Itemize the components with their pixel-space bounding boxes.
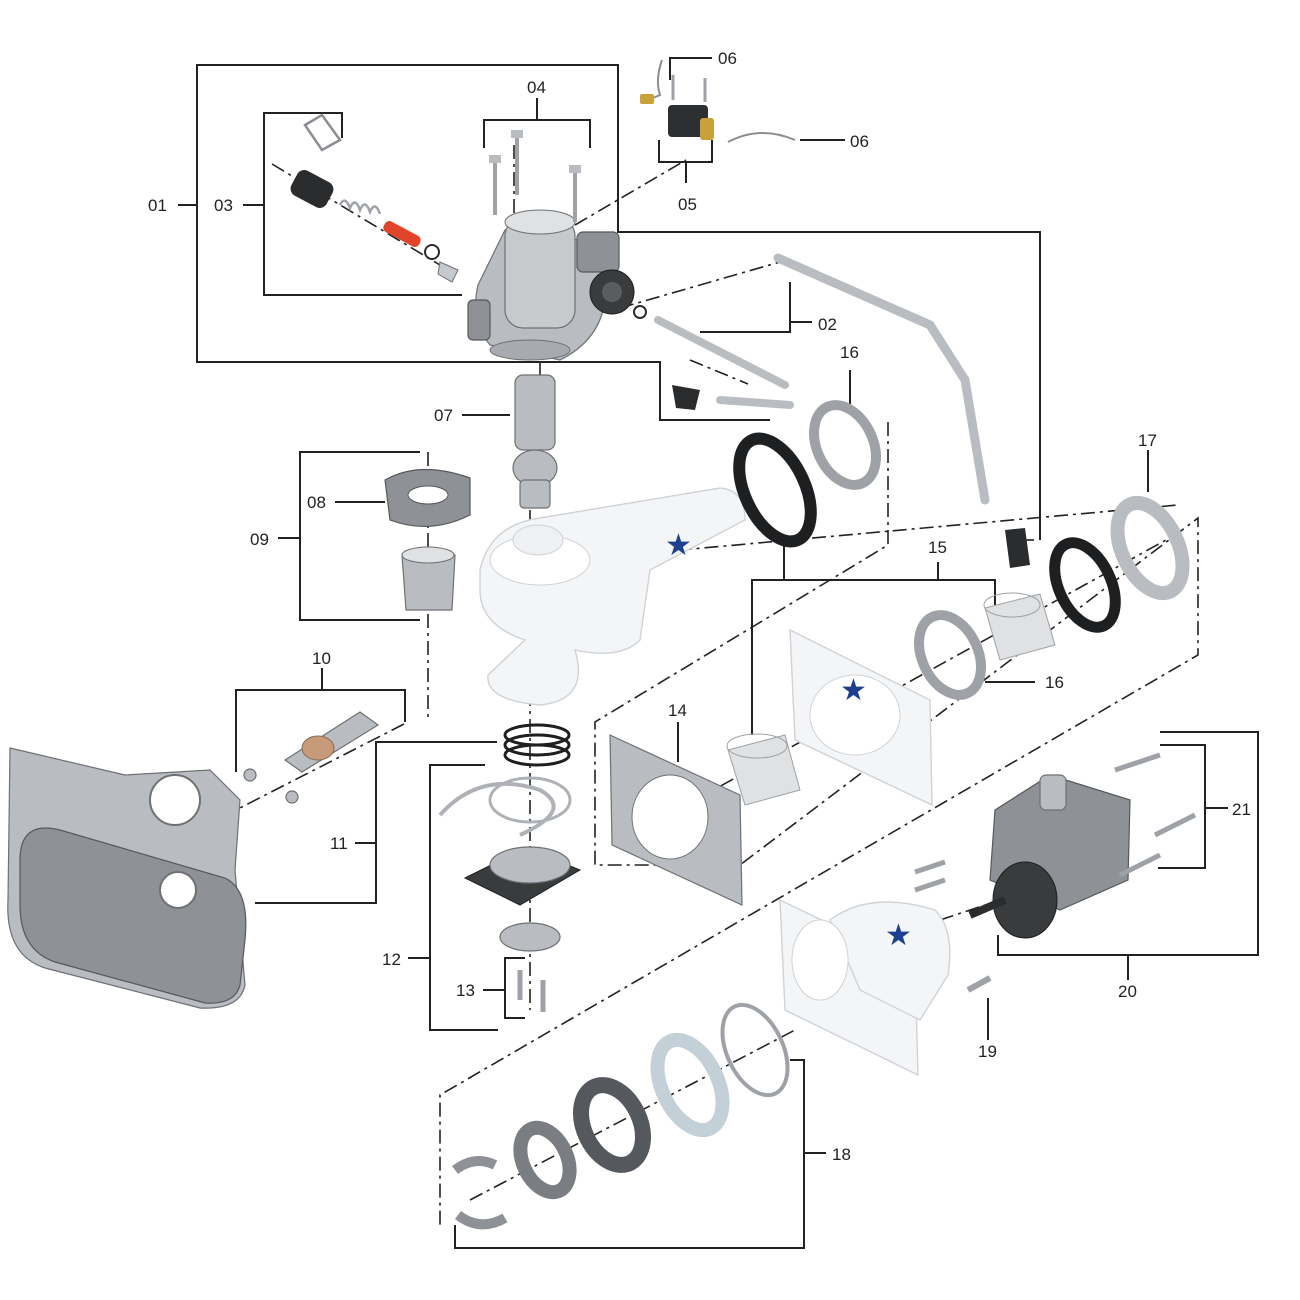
label-06-side: 06 xyxy=(850,132,869,151)
collar-and-bushing xyxy=(384,468,471,611)
mounting-bolts xyxy=(489,130,581,222)
label-01: 01 xyxy=(148,196,167,215)
coupling-head xyxy=(7,747,247,1009)
label-17: 17 xyxy=(1138,431,1157,450)
label-09: 09 xyxy=(250,530,269,549)
seal-rings xyxy=(733,400,1190,700)
label-16-top: 16 xyxy=(840,343,859,362)
plate-screws xyxy=(517,970,546,1012)
star-marker: ★ xyxy=(840,673,867,708)
sensor-switch xyxy=(640,59,796,143)
label-15: 15 xyxy=(928,538,947,557)
ball-shaft xyxy=(512,374,558,509)
retaining-clip-set xyxy=(438,776,582,952)
main-housing: ★ xyxy=(479,487,746,706)
leader-lines xyxy=(178,57,1259,1249)
label-02: 02 xyxy=(818,315,837,334)
label-03: 03 xyxy=(214,196,233,215)
flange-housing: ★ xyxy=(789,628,933,807)
label-10: 10 xyxy=(312,649,331,668)
label-21: 21 xyxy=(1232,800,1251,819)
spring-ring xyxy=(503,723,571,767)
label-20: 20 xyxy=(1118,982,1137,1001)
brake-unit xyxy=(914,752,1197,939)
plunger-kit xyxy=(290,113,459,283)
bearing-stack xyxy=(452,1002,790,1230)
lower-flange-housing: ★ xyxy=(779,898,951,1077)
star-marker: ★ xyxy=(885,918,912,953)
label-04: 04 xyxy=(527,78,546,97)
label-07: 07 xyxy=(434,406,453,425)
label-11: 11 xyxy=(330,834,348,853)
label-08: 08 xyxy=(307,493,326,512)
label-06-top: 06 xyxy=(718,49,737,68)
label-14: 14 xyxy=(668,701,687,720)
bushings xyxy=(726,592,1056,806)
gasket-plate xyxy=(609,734,743,906)
label-13: 13 xyxy=(456,981,475,1000)
lever-rods xyxy=(633,253,1030,568)
star-marker: ★ xyxy=(665,528,692,563)
label-18: 18 xyxy=(832,1145,851,1164)
part-labels: 01 03 04 05 06 06 02 07 16 08 09 17 15 1… xyxy=(148,49,1251,1164)
label-19: 19 xyxy=(978,1042,997,1061)
flange-bolt xyxy=(966,975,992,993)
label-12: 12 xyxy=(382,950,401,969)
label-16-bottom: 16 xyxy=(1045,673,1064,692)
valve-body-assembly xyxy=(467,209,635,361)
pivot-pin xyxy=(243,711,380,804)
label-05: 05 xyxy=(678,195,697,214)
